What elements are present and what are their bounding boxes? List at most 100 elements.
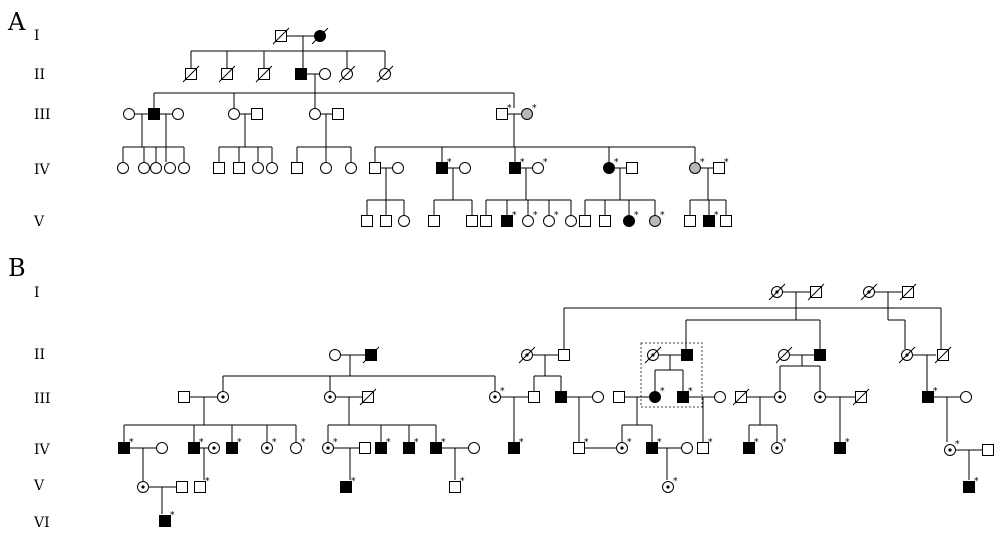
female [681,442,693,454]
mutation-marker: * [414,438,419,448]
carrier-dot [328,395,332,399]
affected-male [375,442,387,454]
male [251,108,263,120]
female [522,215,534,227]
line-of-descent [732,388,750,406]
female [392,162,404,174]
mutation-marker: * [673,477,678,487]
male [361,215,373,227]
line-of-descent [182,65,200,83]
female [459,162,471,174]
male [982,444,994,456]
mutation-marker: * [660,387,665,397]
female [290,442,302,454]
mutation-marker: * [700,158,705,168]
generation-label-b-5: V [33,478,45,494]
line-of-descent [218,65,236,83]
male [332,108,344,120]
male [528,391,540,403]
mutation-marker: * [301,438,306,448]
mutation-marker: * [441,438,446,448]
female [543,215,555,227]
line-of-descent [768,283,786,301]
line-of-descent [272,27,290,45]
male [428,215,440,227]
mutation-marker: * [351,477,356,487]
affected-male [963,481,975,493]
line-of-descent [899,283,917,301]
female [178,162,190,174]
mutation-marker: * [460,477,465,487]
line-of-descent [860,283,878,301]
mutation-marker: * [237,438,242,448]
female [164,162,176,174]
affected-male [226,442,238,454]
male [380,215,392,227]
affected-male [295,68,307,80]
mutation-marker: * [782,438,787,448]
male [213,162,225,174]
mutation-marker: * [845,438,850,448]
mutation-marker: * [205,477,210,487]
mutation-marker: * [974,477,979,487]
highlight-box [640,342,703,408]
generation-label-b-6: VI [33,515,50,531]
affected-male [340,481,352,493]
affected-male [555,391,567,403]
affected-male [814,349,826,361]
carrier-dot [493,395,497,399]
carrier-dot [775,446,779,450]
line-of-descent [898,346,916,364]
female [345,162,357,174]
mutation-marker: * [754,438,759,448]
female [689,162,701,174]
line-of-descent [644,346,662,364]
affected-male [677,391,689,403]
affected-male [403,442,415,454]
affected-female [649,391,661,403]
female [468,442,480,454]
line-of-descent [338,65,356,83]
mutation-marker: * [627,438,632,448]
mutation-marker: * [584,438,589,448]
female [960,391,972,403]
female [138,162,150,174]
affected-male [743,442,755,454]
carrier-dot [141,485,145,489]
mutation-marker: * [533,211,538,221]
mutation-marker: * [660,211,665,221]
female [329,349,341,361]
female [320,162,332,174]
generation-label-a-4: IV [34,162,51,178]
panel-label-b: B [8,254,26,282]
mutation-marker: * [333,438,338,448]
generation-label-b-2: II [34,347,45,363]
mutation-marker: * [170,511,175,521]
carrier-dot [620,446,624,450]
male [613,391,625,403]
mutation-marker: * [543,158,548,168]
mutation-marker: * [520,158,525,168]
mutation-marker: * [129,438,134,448]
mutation-marker: * [386,438,391,448]
female [228,108,240,120]
male [176,481,188,493]
female [309,108,321,120]
female [398,215,410,227]
affected-female [603,162,615,174]
affected-male [188,442,200,454]
generation-label-a-5: V [33,214,45,230]
female [319,68,331,80]
male [599,215,611,227]
pedigree-panel-b: B I II III IV V VI *********************… [8,254,994,531]
female [532,162,544,174]
panel-label-a: A [7,8,26,36]
female [117,162,129,174]
male [573,442,585,454]
female [714,391,726,403]
affected-male [508,442,520,454]
carrier-dot [326,446,330,450]
female [252,162,264,174]
mutation-marker: * [634,211,639,221]
